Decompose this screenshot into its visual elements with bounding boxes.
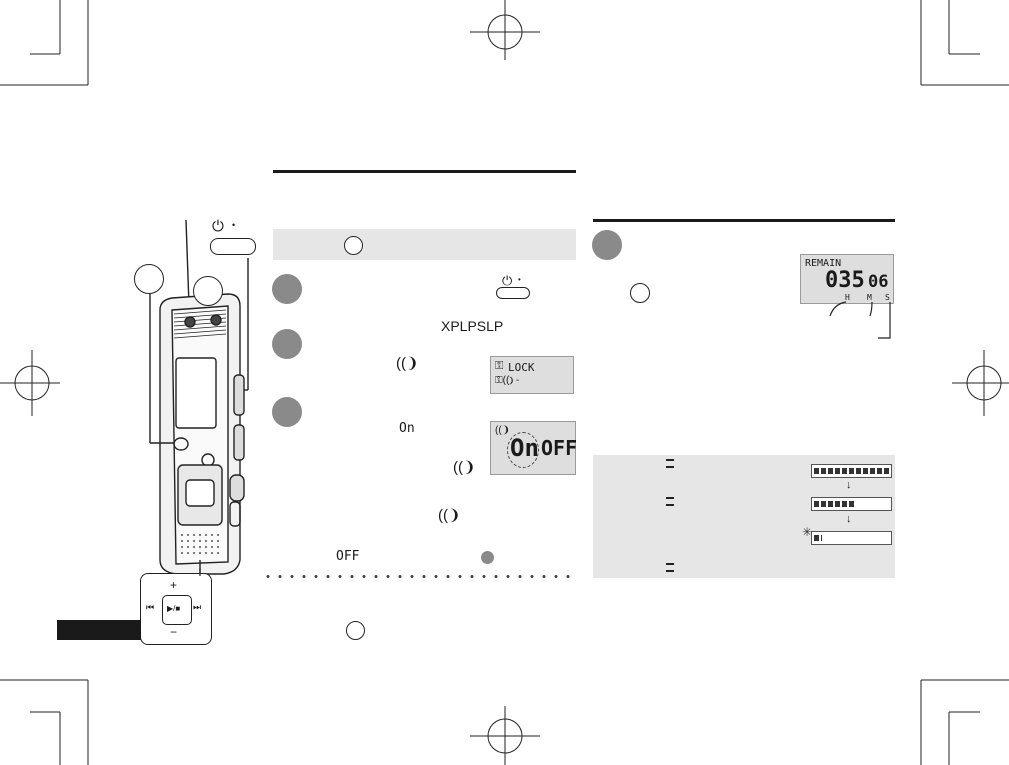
- remain-unit-h: H: [845, 293, 850, 302]
- step-3-on-label: On: [399, 421, 415, 436]
- lock-lcd-sub-icon: ⚿((❩ -: [495, 375, 520, 386]
- remain-lcd-label: REMAIN: [805, 258, 842, 269]
- remain-lcd-seconds: 06: [868, 272, 889, 292]
- nav-center-key: ▶/■: [162, 595, 192, 625]
- battery-fill-full: [814, 468, 889, 474]
- power-switch-illustration: [210, 238, 256, 255]
- lcd-on-segment: On: [510, 434, 539, 462]
- lcd-lock-symbol-icon: ((❩: [495, 425, 511, 436]
- step-1-power-switch: [496, 287, 530, 299]
- arrow-down-icon-2: ↓: [846, 513, 852, 525]
- callout-ring-right: [193, 276, 223, 306]
- step-3-badge: [272, 397, 302, 427]
- section-left-rule: [273, 170, 576, 173]
- battery-fill-mid: [814, 501, 855, 507]
- power-dot-icon: •: [232, 220, 236, 230]
- nav-plus-icon: +: [170, 578, 178, 592]
- battery-fill-low: [814, 535, 822, 541]
- section-left-note-band: [273, 229, 576, 260]
- lock-lcd-text: LOCK: [508, 361, 535, 374]
- nav-minus-icon: −: [170, 625, 178, 639]
- battery-blink-icon: ✳: [802, 525, 813, 539]
- step-1-badge: [272, 274, 302, 304]
- battery-meter-full: [811, 464, 892, 478]
- dotted-divider: [262, 575, 574, 578]
- remain-lcd-digits: 035: [825, 268, 865, 293]
- step-2-lock-symbol-icon: ((❩: [396, 355, 419, 372]
- page-tab: [57, 620, 141, 640]
- step-3-ref-badge: [481, 551, 494, 564]
- remain-unit-s: S: [885, 293, 890, 302]
- step-3-lock-symbol-icon-b: ((❩: [438, 507, 461, 524]
- recorder-illustration: [149, 219, 249, 580]
- equals-icon-3: [666, 563, 674, 572]
- nav-pad-leader: [199, 568, 201, 576]
- step-2-badge: [272, 329, 302, 359]
- equals-icon-1: [666, 459, 674, 468]
- arrow-down-icon-1: ↓: [846, 479, 852, 491]
- nav-prev-icon: ⏮: [146, 602, 155, 612]
- remain-button-ring: [630, 283, 650, 303]
- lock-icon: ⚿: [495, 360, 504, 372]
- lcd-off-segment: OFF: [541, 436, 578, 460]
- remain-step-badge: [592, 230, 622, 260]
- remain-callout-brackets: [829, 301, 891, 339]
- nav-pad-illustration: + − ⏮ ⏭ ▶/■: [140, 573, 212, 645]
- play-stop-icon: ▶/■: [167, 604, 181, 613]
- nav-next-icon: ⏭: [193, 602, 202, 612]
- battery-meter-mid: [811, 497, 892, 511]
- step-3-lock-symbol-icon-a: ((❩: [453, 459, 476, 476]
- callout-ring-left: [134, 264, 164, 294]
- battery-meter-low: [811, 531, 892, 545]
- remain-lcd: REMAIN 035 06 H M S: [800, 254, 894, 304]
- step-1-power-dot-icon: •: [518, 275, 521, 284]
- note-button-ring: [344, 236, 363, 255]
- on-off-lcd: ((❩ On OFF: [490, 421, 578, 475]
- blink-highlight: [507, 432, 539, 468]
- lock-lcd: ⚿ LOCK ⚿((❩ -: [490, 356, 574, 394]
- remain-unit-m: M: [867, 293, 872, 302]
- equals-icon-2: [666, 497, 674, 506]
- power-icon: ⏻: [212, 218, 224, 235]
- step-1-power-icon: ⏻: [502, 273, 513, 288]
- section-right-rule: [593, 219, 895, 222]
- note-button-ring-2: [346, 621, 365, 640]
- step-2-mode-label: XPLPSLP: [441, 318, 504, 334]
- step-3-off-label: OFF: [336, 549, 360, 564]
